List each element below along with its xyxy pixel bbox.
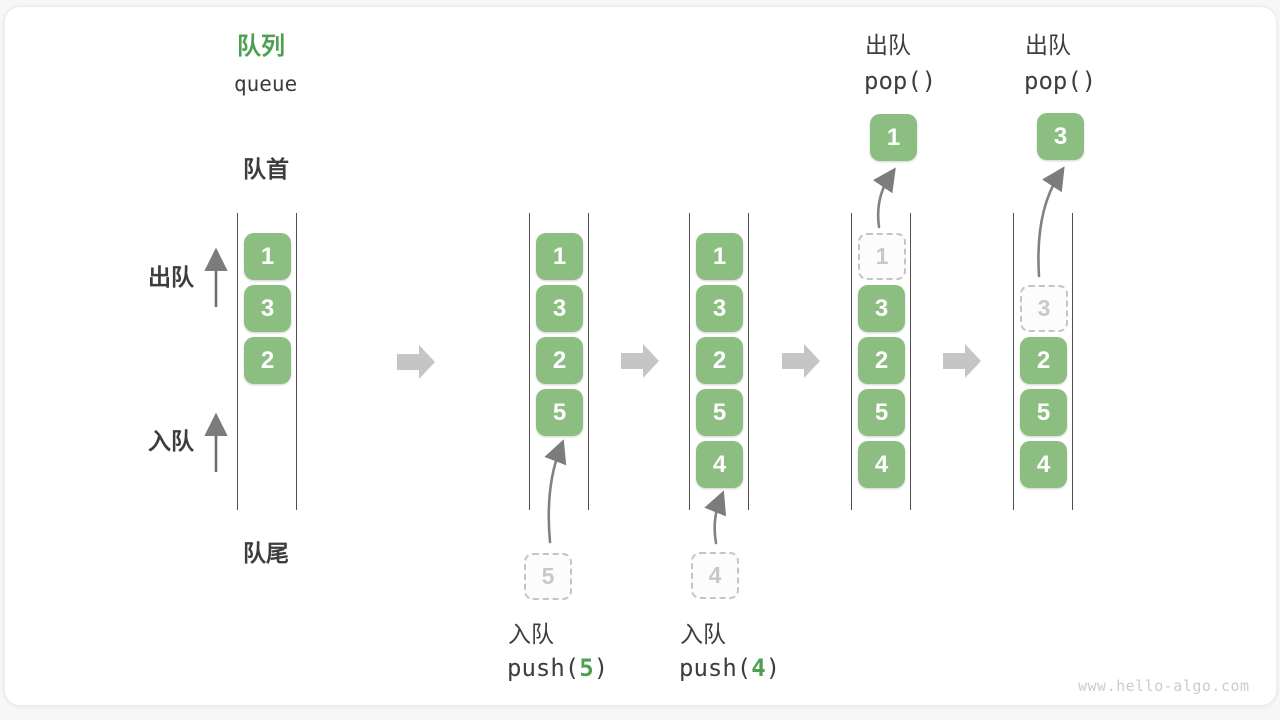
queue-column-5 bbox=[1013, 213, 1073, 510]
code-pre: push( bbox=[679, 654, 752, 682]
enqueue-op-label-2: 入队 bbox=[680, 621, 726, 647]
label-queue-front: 队首 bbox=[243, 156, 289, 182]
code-arg: 4 bbox=[751, 654, 766, 682]
queue-block: 4 bbox=[696, 441, 743, 488]
queue-column-1 bbox=[237, 213, 297, 510]
queue-block: 2 bbox=[536, 337, 583, 384]
diagram-card bbox=[4, 6, 1277, 706]
dequeue-op-label-1: 出队 bbox=[865, 32, 911, 58]
queue-block: 3 bbox=[696, 285, 743, 332]
queue-block: 3 bbox=[536, 285, 583, 332]
enqueue-op-code-1: push(5) bbox=[507, 654, 609, 683]
dequeue-op-code-2: pop() bbox=[1024, 67, 1097, 95]
queue-block: 5 bbox=[858, 389, 905, 436]
queue-block: 3 bbox=[244, 285, 291, 332]
queue-block: 2 bbox=[696, 337, 743, 384]
staged-block: 5 bbox=[524, 553, 572, 600]
staged-block: 4 bbox=[691, 552, 739, 599]
queue-column-4 bbox=[851, 213, 911, 510]
diagram-title: 队列 bbox=[237, 33, 285, 60]
queue-block: 2 bbox=[1020, 337, 1067, 384]
code-post: ) bbox=[765, 654, 781, 682]
code-pre: push( bbox=[507, 654, 580, 682]
queue-column-3 bbox=[689, 213, 749, 510]
dequeue-op-code-1: pop() bbox=[864, 67, 937, 95]
label-queue-rear: 队尾 bbox=[243, 540, 289, 566]
queue-block: 4 bbox=[858, 441, 905, 488]
watermark: www.hello-algo.com bbox=[1078, 677, 1250, 695]
queue-block: 2 bbox=[858, 337, 905, 384]
popped-block: 1 bbox=[870, 114, 917, 161]
queue-block: 2 bbox=[244, 337, 291, 384]
ghost-block: 1 bbox=[858, 233, 906, 280]
queue-block: 3 bbox=[858, 285, 905, 332]
code-post: ) bbox=[593, 654, 609, 682]
dequeue-op-label-2: 出队 bbox=[1025, 32, 1071, 58]
queue-block: 1 bbox=[536, 233, 583, 280]
diagram-subtitle: queue bbox=[234, 72, 298, 96]
code-arg: 5 bbox=[579, 654, 594, 682]
queue-block: 5 bbox=[536, 389, 583, 436]
queue-block: 4 bbox=[1020, 441, 1067, 488]
queue-block: 5 bbox=[1020, 389, 1067, 436]
queue-block: 5 bbox=[696, 389, 743, 436]
enqueue-op-label-1: 入队 bbox=[508, 621, 554, 647]
enqueue-op-code-2: push(4) bbox=[679, 654, 781, 683]
queue-block: 1 bbox=[696, 233, 743, 280]
ghost-block: 3 bbox=[1020, 285, 1068, 332]
popped-block: 3 bbox=[1037, 113, 1084, 160]
label-enqueue-side: 入队 bbox=[148, 428, 194, 454]
queue-block: 1 bbox=[244, 233, 291, 280]
label-dequeue-side: 出队 bbox=[148, 264, 194, 290]
queue-column-2 bbox=[529, 213, 589, 510]
